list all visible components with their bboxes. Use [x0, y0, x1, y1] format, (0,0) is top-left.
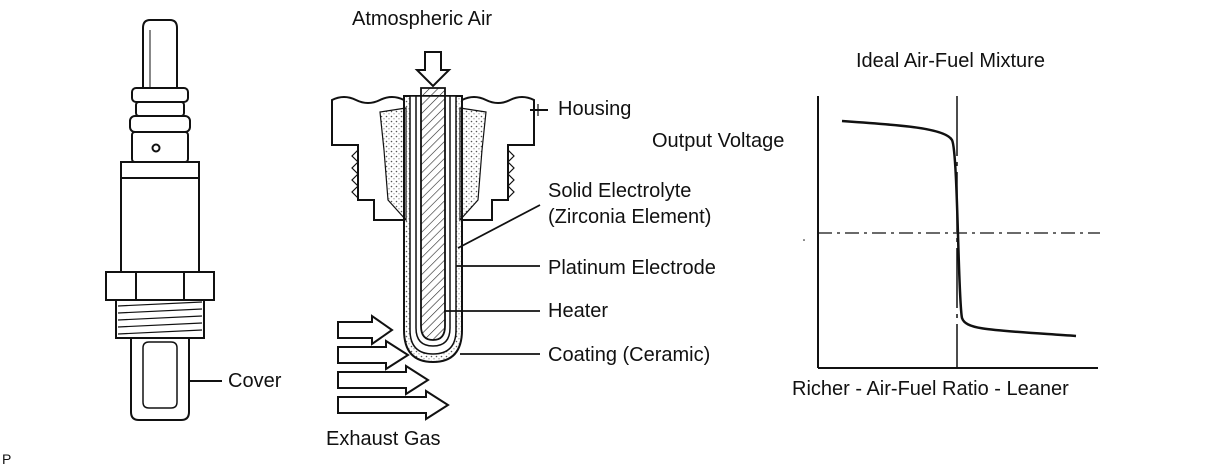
vent-hole	[151, 143, 161, 153]
graph-y-label: Output Voltage	[652, 130, 785, 152]
exhaust-gas-label: Exhaust Gas	[326, 428, 441, 450]
packing-left	[379, 107, 407, 222]
voltage-graph	[803, 96, 1100, 369]
air-inlet-arrow	[414, 51, 452, 88]
grommet-ring	[135, 101, 185, 117]
graph-x-label: Richer - Air-Fuel Ratio - Leaner	[792, 378, 1069, 400]
zirconia-element-label: (Zirconia Element)	[548, 206, 712, 228]
packing-right	[459, 107, 487, 222]
cover-slot	[142, 341, 178, 409]
exhaust-gas-arrows	[337, 314, 450, 421]
hex-nut	[105, 271, 215, 301]
graph-title: Ideal Air-Fuel Mixture	[856, 50, 1045, 72]
sensor-wire	[142, 19, 178, 89]
platinum-electrode-label: Platinum Electrode	[548, 257, 716, 279]
heater-label: Heater	[548, 300, 609, 322]
sensor-exterior	[105, 19, 222, 421]
sensor-cross-section	[331, 51, 548, 421]
housing-label: Housing	[558, 98, 632, 120]
atmospheric-air-label: Atmospheric Air	[352, 8, 493, 30]
corner-mark: P	[2, 451, 12, 467]
solid-electrolyte-label: Solid Electrolyte	[548, 180, 692, 202]
coating-label: Coating (Ceramic)	[548, 344, 711, 366]
cover-label: Cover	[228, 370, 282, 392]
heater-rod	[420, 87, 446, 341]
grommet-ring	[131, 87, 189, 103]
output-voltage-curve	[841, 119, 1077, 338]
electrolyte-leader-line	[457, 204, 541, 249]
grommet-ring	[129, 115, 191, 133]
